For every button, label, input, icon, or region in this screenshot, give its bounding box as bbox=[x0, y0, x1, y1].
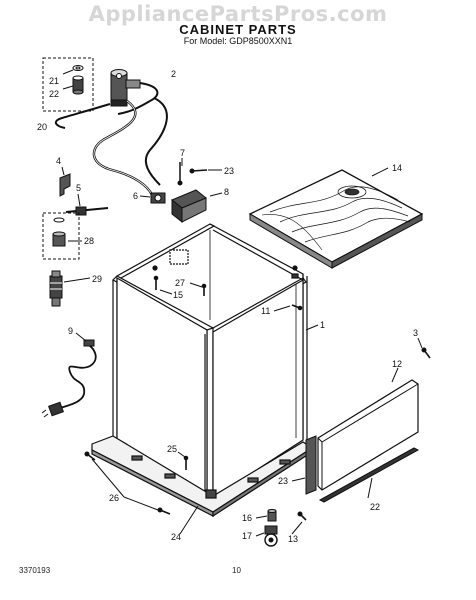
callout-13: 13 bbox=[288, 534, 298, 544]
part-4-clip bbox=[59, 173, 71, 197]
callout-25: 25 bbox=[167, 444, 177, 454]
callout-4: 4 bbox=[56, 156, 61, 166]
supply-tube bbox=[92, 100, 154, 196]
callout-12: 12 bbox=[392, 359, 402, 369]
callout-23: 23 bbox=[278, 476, 288, 486]
part-6-elbow bbox=[150, 192, 166, 204]
inlet-hose-18 bbox=[54, 103, 111, 129]
dashed-group-28 bbox=[42, 212, 80, 260]
callout-7: 7 bbox=[180, 148, 185, 158]
callout-26: 26 bbox=[109, 493, 119, 503]
callout-29: 29 bbox=[92, 274, 102, 284]
callout-2: 2 bbox=[171, 69, 176, 79]
callout-17: 17 bbox=[242, 531, 252, 541]
callout-22: 22 bbox=[370, 502, 380, 512]
callout-6: 6 bbox=[133, 191, 138, 201]
part-3-screw bbox=[421, 347, 431, 359]
callout-24: 24 bbox=[171, 532, 181, 542]
callout-27: 27 bbox=[175, 278, 185, 288]
part-14-worktop bbox=[248, 169, 424, 269]
diagram-title: CABINET PARTS bbox=[179, 22, 297, 37]
callout-5: 5 bbox=[76, 183, 81, 193]
part-23-panel-trim bbox=[305, 435, 317, 495]
callout-3: 3 bbox=[413, 328, 418, 338]
part-11-screw bbox=[291, 304, 303, 311]
callout-9: 9 bbox=[68, 326, 73, 336]
part-26-screws bbox=[84, 451, 171, 515]
watermark: AppliancePartsPros.com bbox=[88, 2, 388, 26]
callout-16: 16 bbox=[242, 513, 252, 523]
part-2-fill-valve bbox=[110, 69, 141, 107]
callout-8: 8 bbox=[224, 187, 229, 197]
callout-28: 28 bbox=[84, 236, 94, 246]
callout-15: 15 bbox=[173, 290, 183, 300]
part-13-screw bbox=[297, 511, 307, 521]
fill-hose bbox=[117, 82, 159, 115]
part-17-caster bbox=[264, 525, 278, 547]
part-28-nut-washer bbox=[52, 217, 66, 247]
callout-21: 23 bbox=[224, 166, 234, 176]
part-20-strainer bbox=[72, 75, 84, 95]
callout-14: 14 bbox=[392, 163, 402, 173]
dashed-group-19-20 bbox=[42, 57, 94, 112]
page-number: 10 bbox=[232, 566, 241, 575]
callout-1: 1 bbox=[320, 320, 325, 330]
document-code: 3370193 bbox=[19, 566, 51, 575]
callout-18: 20 bbox=[37, 122, 47, 132]
part-27-screw bbox=[201, 283, 207, 296]
part-29-fitting bbox=[49, 270, 63, 307]
callout-20: 22 bbox=[49, 89, 59, 99]
callout-11: 11 bbox=[261, 306, 270, 316]
part-25-screw bbox=[183, 455, 189, 470]
part-5-wire-tie bbox=[65, 206, 109, 216]
part-16-leveling-foot bbox=[267, 509, 277, 522]
model-subtitle: For Model: GDP8500XXN1 bbox=[183, 36, 293, 46]
part-21-screw bbox=[189, 168, 208, 174]
part-7-screw bbox=[177, 162, 183, 186]
part-19-washer bbox=[72, 65, 84, 71]
part-15-screw bbox=[153, 275, 159, 290]
part-1-cabinet-frame bbox=[91, 223, 314, 518]
part-22-strip bbox=[318, 447, 420, 503]
part-12-kickplate bbox=[317, 379, 419, 491]
part-8-bracket bbox=[171, 189, 207, 224]
supply-tube-2 bbox=[144, 97, 168, 186]
part-9-power-cord bbox=[41, 339, 97, 418]
callout-19: 21 bbox=[49, 76, 59, 86]
